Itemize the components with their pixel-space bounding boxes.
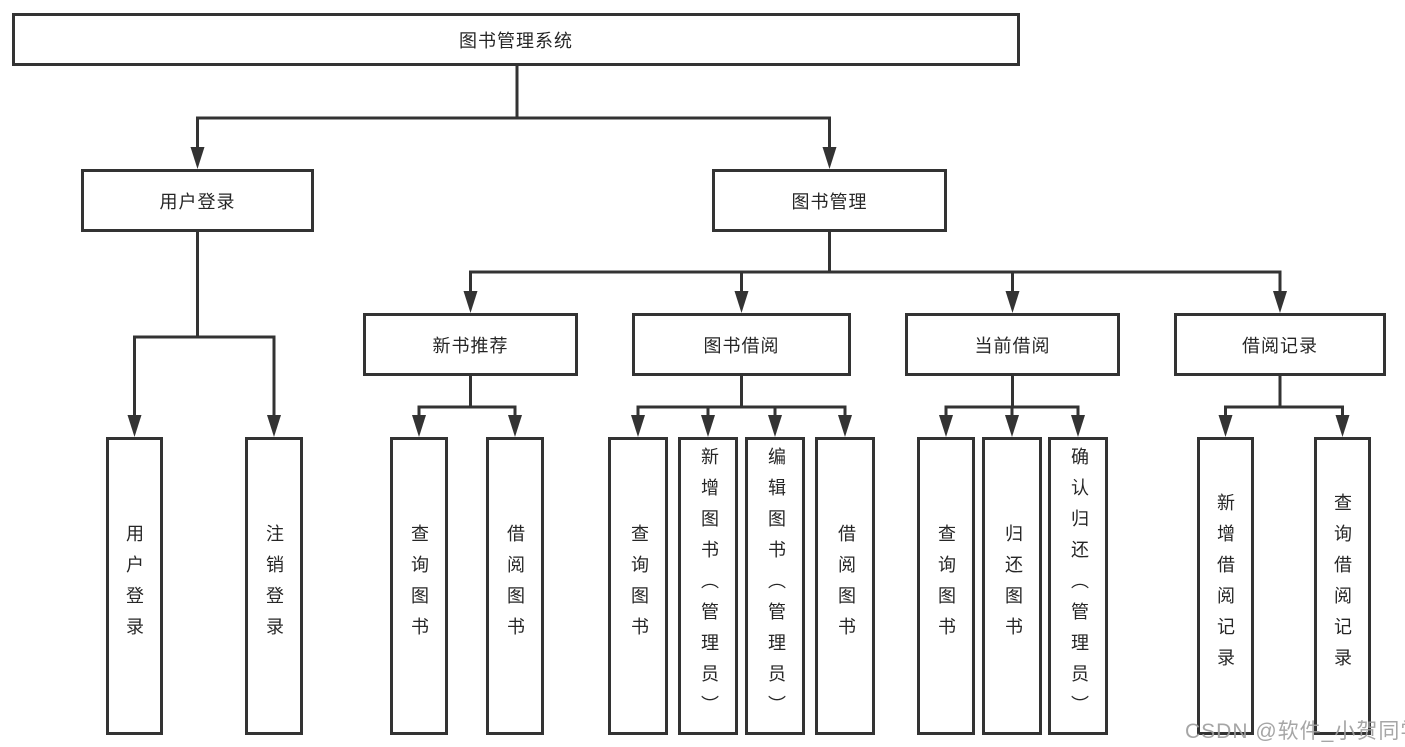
connector-current-borrow-to-leaves	[944, 376, 1080, 420]
arrowhead	[190, 147, 205, 169]
node-leaf-confirm-return-admin: 确认归还（管理员）	[1048, 437, 1108, 735]
node-leaf-add-borrow-record: 新增借阅记录	[1197, 437, 1254, 735]
arrowheads	[127, 147, 1350, 437]
node-leaf-query-books-recommend: 查询图书	[390, 437, 448, 735]
connector-book-management-to-level3	[469, 232, 1282, 296]
node-book-management: 图书管理	[712, 169, 947, 232]
arrowhead	[127, 415, 142, 437]
connector-new-book-recommend-to-leaves	[417, 376, 517, 420]
arrowhead	[734, 291, 749, 313]
arrowhead	[1273, 291, 1287, 313]
arrowhead	[412, 415, 426, 437]
node-leaf-borrow-books: 借阅图书	[815, 437, 875, 735]
arrowhead	[1335, 415, 1350, 437]
node-leaf-query-borrow-record: 查询借阅记录	[1314, 437, 1371, 735]
arrowhead	[939, 415, 953, 437]
connector-lines	[133, 66, 1344, 420]
arrowhead	[1071, 415, 1085, 437]
connector-borrow-records-to-leaves	[1224, 376, 1344, 420]
arrowhead	[508, 415, 522, 437]
arrowhead	[1005, 291, 1020, 313]
node-leaf-return-books: 归还图书	[982, 437, 1042, 735]
node-leaf-add-books-admin: 新增图书（管理员）	[678, 437, 738, 735]
arrowhead	[1218, 415, 1233, 437]
node-new-book-recommend: 新书推荐	[363, 313, 578, 376]
node-leaf-query-books-current: 查询图书	[917, 437, 975, 735]
node-current-borrow: 当前借阅	[905, 313, 1120, 376]
connector-book-borrow-to-leaves	[636, 376, 847, 420]
arrowhead	[1005, 415, 1019, 437]
node-borrow-records: 借阅记录	[1174, 313, 1386, 376]
node-library-management-system: 图书管理系统	[12, 13, 1020, 66]
node-leaf-logout: 注销登录	[245, 437, 303, 735]
node-book-borrow: 图书借阅	[632, 313, 851, 376]
arrowhead	[631, 415, 645, 437]
connector-user-login-to-leaves	[133, 232, 276, 420]
arrowhead	[838, 415, 852, 437]
arrowhead	[822, 147, 837, 169]
arrowhead	[768, 415, 782, 437]
arrowhead	[267, 415, 281, 437]
node-leaf-query-books-borrow: 查询图书	[608, 437, 668, 735]
connector-root-to-level2	[196, 66, 831, 150]
node-leaf-edit-books-admin: 编辑图书（管理员）	[745, 437, 805, 735]
arrowhead	[463, 291, 478, 313]
arrowhead	[701, 415, 715, 437]
watermark-text: CSDN @软件_小贺同学	[1185, 720, 1405, 743]
node-leaf-user-login: 用户登录	[106, 437, 163, 735]
node-leaf-borrow-books-recommend: 借阅图书	[486, 437, 544, 735]
node-user-login: 用户登录	[81, 169, 314, 232]
